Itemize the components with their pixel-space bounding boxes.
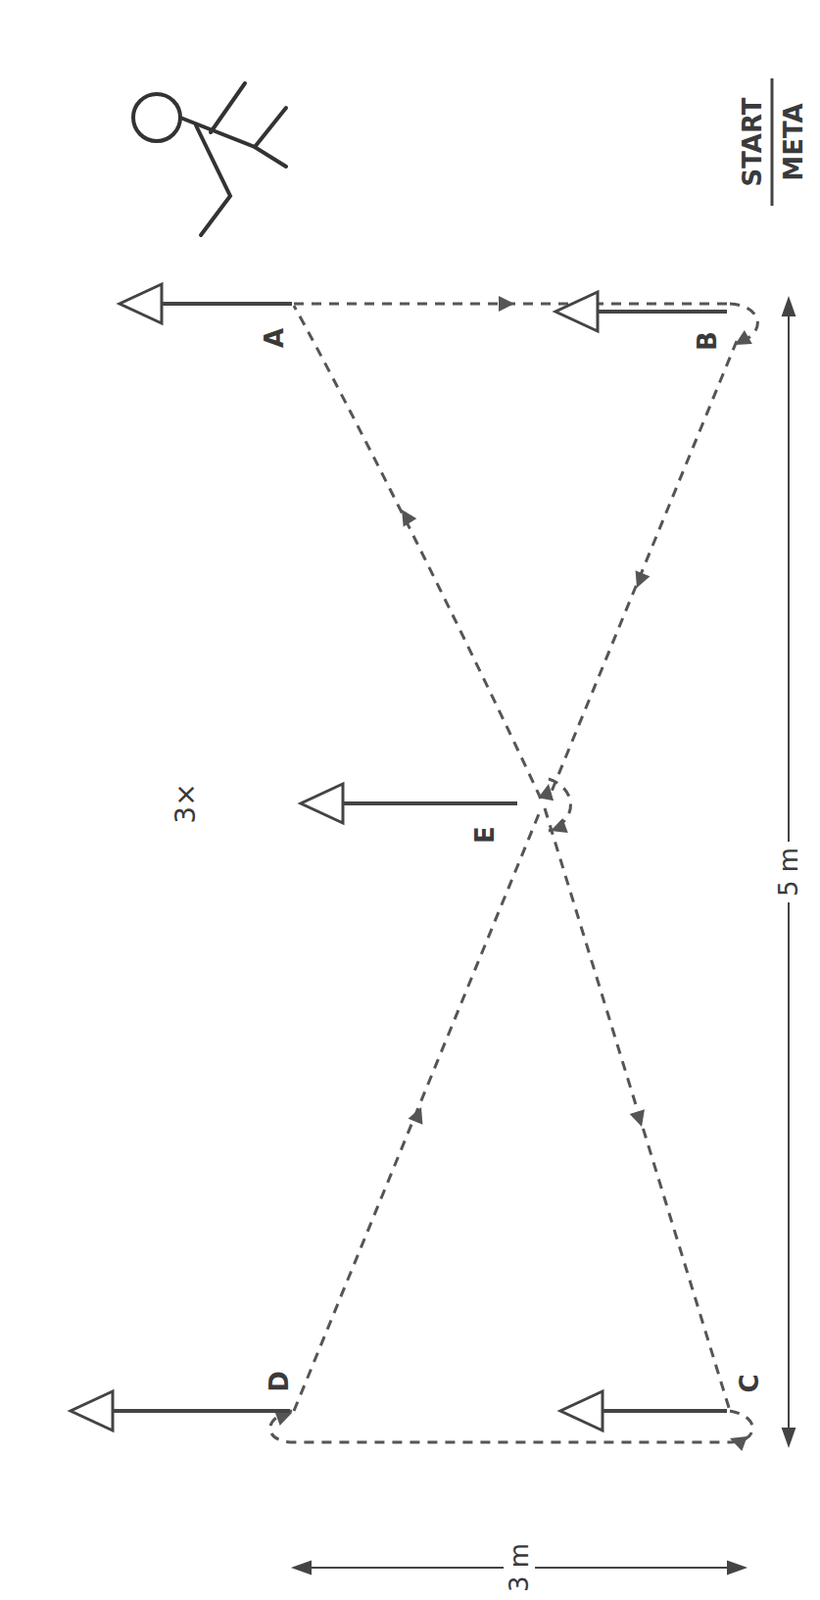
- cone-flags: [70, 284, 603, 1431]
- cone-letter: C: [736, 1373, 763, 1393]
- cone-letter: D: [266, 1370, 292, 1393]
- cone-letter: E: [472, 825, 498, 844]
- dimension-lines: [293, 78, 795, 1574]
- arrow-heads: [274, 295, 753, 1451]
- dimension-label: 5 m: [772, 841, 805, 903]
- cone-poles: [112, 303, 727, 1411]
- finish-label: META: [780, 102, 807, 181]
- cone-letter: B: [694, 331, 721, 351]
- run-path: [270, 303, 759, 1443]
- athlete-figure: [133, 83, 287, 236]
- repeat-count: 3×: [172, 782, 200, 823]
- dimension-label: 3 m: [503, 1537, 535, 1598]
- start-label: START: [739, 96, 766, 187]
- cone-letter: A: [261, 328, 288, 348]
